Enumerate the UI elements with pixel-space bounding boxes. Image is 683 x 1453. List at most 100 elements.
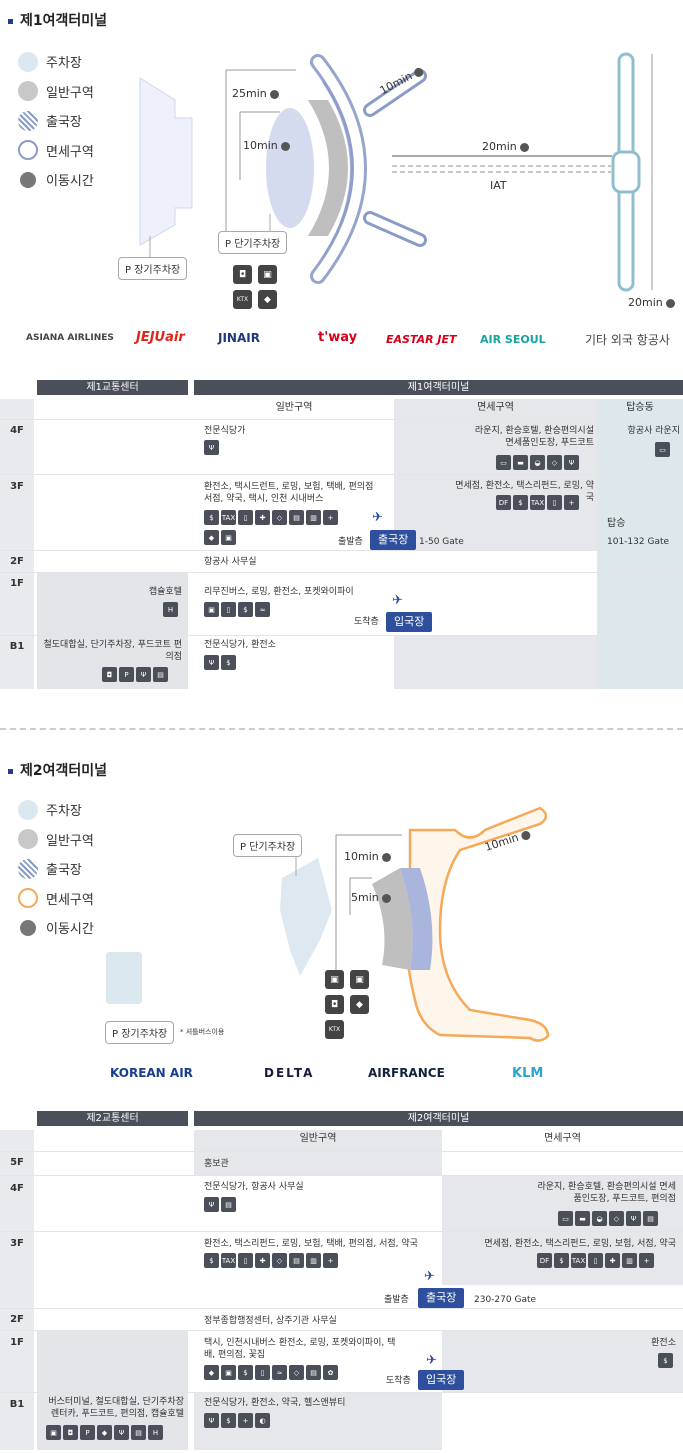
- t2-1f-dutyfree-icons: $: [658, 1353, 673, 1368]
- row-divider: [0, 1330, 683, 1331]
- floor-b1: B1: [9, 641, 25, 652]
- legend-departure: 출국장: [18, 854, 94, 884]
- t2-1f-dutyfree: 환전소: [651, 1338, 676, 1348]
- t1-sub-general: 일반구역: [275, 402, 313, 413]
- convenience-icon: ▤: [643, 1211, 658, 1226]
- flower-icon: ✿: [323, 1365, 338, 1380]
- exchange-icon: $: [554, 1253, 569, 1268]
- t2-departure-badge: 출국장: [418, 1288, 465, 1308]
- floor-4f: 4F: [10, 425, 24, 436]
- hotel-icon: H: [163, 602, 178, 617]
- floor-column: [0, 399, 34, 689]
- transit-icon: ◒: [592, 1211, 607, 1226]
- clock-icon: [20, 171, 36, 188]
- t1-b1-general-icons: Ψ$: [204, 655, 236, 670]
- t2-departure-gate: 230-270 Gate: [474, 1295, 537, 1305]
- t2-short-parking-label: P 단기주차장: [233, 834, 303, 857]
- row-divider: [0, 1392, 683, 1393]
- train-icon: ◘: [325, 995, 344, 1014]
- row-divider: [0, 1151, 683, 1152]
- floor-b1: B1: [9, 1399, 25, 1410]
- lounge-icon: ▭: [558, 1211, 573, 1226]
- floor-column: [0, 1130, 34, 1450]
- ktx-icon: KTX: [325, 1020, 344, 1039]
- clock-icon: [381, 852, 391, 862]
- legend-departure: 출국장: [18, 106, 94, 136]
- t1-sub-dutyfree: 면세구역: [477, 402, 514, 413]
- duty-free-icon: DF: [496, 495, 511, 510]
- dutyfree-swatch: [18, 888, 38, 909]
- roaming-icon: ▯: [547, 495, 562, 510]
- t2-time-5: 5min: [351, 891, 391, 904]
- t2-title: 제2여객터미널: [8, 760, 107, 780]
- row-divider: [0, 474, 683, 475]
- legend-general: 일반구역: [18, 825, 94, 855]
- t1-sub-boarding: 탑승동: [626, 402, 654, 413]
- hotel-icon: ▬: [575, 1211, 590, 1226]
- delivery-icon: ◇: [609, 1211, 624, 1226]
- taxi-icon: ◆: [258, 290, 277, 309]
- t1-departure-gate: 1-50 Gate: [419, 537, 464, 547]
- convenience-icon: ▤: [153, 667, 168, 682]
- t2-3f-general-icons: $TAX▯✚◇▤▥+: [204, 1253, 338, 1268]
- t2-arrival-label: 도착층: [386, 1376, 411, 1386]
- departure-plane-icon: ✈: [424, 1269, 435, 1284]
- floor-4f: 4F: [10, 1183, 24, 1194]
- clock-icon: [381, 893, 391, 903]
- taxi-icon: ◆: [204, 1365, 219, 1380]
- t1-1f-general-icons: ▣▯$≈: [204, 602, 270, 617]
- t2-3f-dutyfree-icons: DF$TAX▯✚▥+: [537, 1253, 654, 1268]
- t1-departure-label: 출발층: [338, 537, 363, 547]
- restaurant-icon: Ψ: [114, 1425, 129, 1440]
- convenience-icon: ▤: [131, 1425, 146, 1440]
- t2-long-parking-label: P 장기주차장: [105, 1021, 175, 1044]
- t1-4f-boarding-icons: ▭: [655, 442, 670, 457]
- t2-4f-general-icons: Ψ▤: [204, 1197, 236, 1212]
- t1-title: 제1여객터미널: [8, 10, 107, 30]
- bus-icon: ▣: [46, 1425, 61, 1440]
- floor-2f: 2F: [10, 556, 24, 567]
- legend-parking: 주차장: [18, 795, 94, 825]
- t1-arrival-badge: 입국장: [386, 612, 433, 632]
- t1-1f-left: 캡슐호텔: [148, 587, 182, 597]
- t1-b1-left: 철도대합실, 단기주차장, 푸드코트 편의점: [43, 640, 182, 662]
- insurance-icon: ✚: [605, 1253, 620, 1268]
- t2-2f-general: 정부종합행정센터, 상주기관 사무실: [204, 1316, 337, 1326]
- book-icon: ▥: [622, 1253, 637, 1268]
- bus-icon: ▣: [221, 530, 236, 545]
- parking-swatch: [18, 51, 38, 72]
- clock-icon: [269, 89, 279, 99]
- t2-3f-general: 환전소, 택스리펀드, 로밍, 보험, 택배, 편의점, 서점, 약국: [204, 1239, 418, 1249]
- delivery-icon: ◇: [289, 1365, 304, 1380]
- train-icon: ◘: [63, 1425, 78, 1440]
- t2-dutyfree-shape: [404, 806, 550, 1042]
- t1-2f-general: 항공사 사무실: [204, 557, 257, 567]
- taxi-icon: ◆: [204, 530, 219, 545]
- pharmacy-icon: +: [323, 510, 338, 525]
- tax-refund-icon: TAX: [221, 510, 236, 525]
- train-icon: ◘: [233, 265, 252, 284]
- t1-time-10a: 10min: [243, 139, 290, 152]
- t1-time-25: 25min: [232, 87, 279, 100]
- airline-airseoul: AIR SEOUL: [480, 333, 546, 346]
- dutyfree-swatch: [18, 140, 38, 161]
- bus-icon: ▣: [258, 265, 277, 284]
- parking-icon: P: [119, 667, 134, 682]
- taxi-icon: ◆: [350, 995, 369, 1014]
- convenience-icon: ▤: [289, 510, 304, 525]
- airline-delta: DELTA: [264, 1066, 315, 1080]
- clock-icon: [519, 142, 529, 152]
- airline-jejuair: JEJUair: [136, 330, 185, 345]
- departure-plane-icon: ✈: [372, 510, 383, 525]
- insurance-icon: ✚: [255, 510, 270, 525]
- legend-dutyfree: 면세구역: [18, 884, 94, 914]
- title-marker: [8, 18, 13, 24]
- restaurant-icon: Ψ: [204, 440, 219, 455]
- t2-departure-label: 출발층: [384, 1295, 409, 1305]
- row-divider: [0, 572, 683, 573]
- restaurant-icon: Ψ: [564, 455, 579, 470]
- wifi-icon: ≈: [255, 602, 270, 617]
- floor-2f: 2F: [10, 1314, 24, 1325]
- pharmacy-icon: +: [639, 1253, 654, 1268]
- t2-departure-area: [400, 868, 433, 970]
